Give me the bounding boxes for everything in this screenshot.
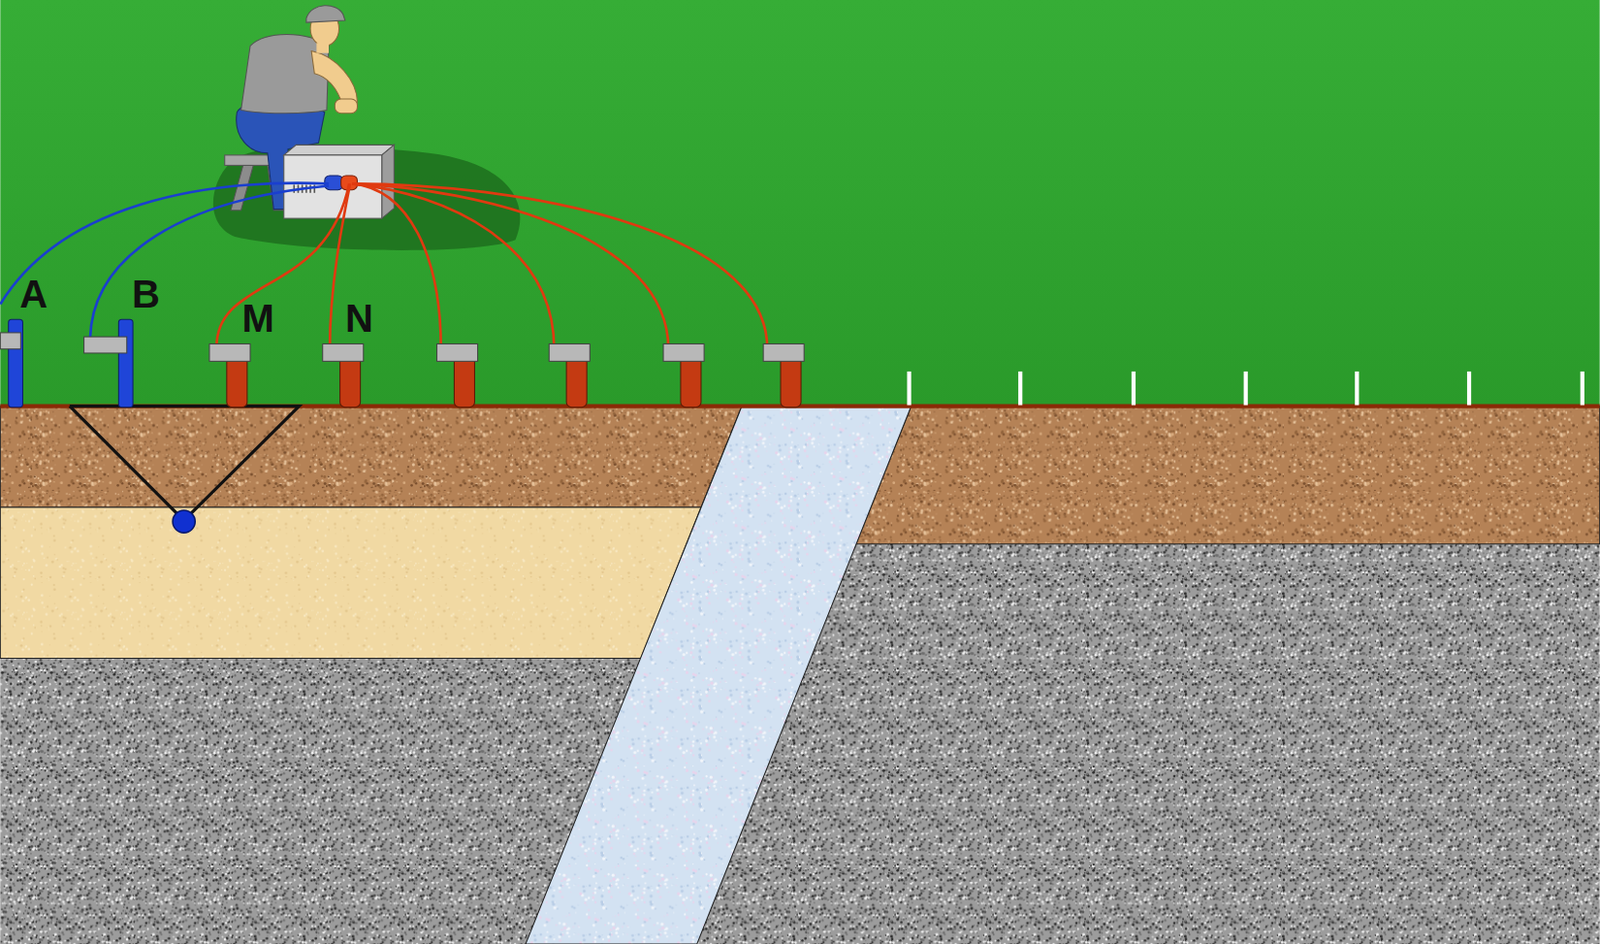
electrode-rod [680,356,702,408]
granite-bedrock [0,406,1600,944]
potential-electrode [209,343,251,407]
electrode-rod [453,356,475,408]
electrode-label: A [19,274,48,314]
electrode-label: B [131,274,160,314]
electrode-clamp [663,343,704,361]
electrode-label: N [345,298,374,338]
electrode-rod [780,356,801,408]
topsoil-right [856,406,1600,544]
potential-electrode [663,343,704,407]
resistivity-meter [284,144,395,219]
sand-layer [0,507,702,659]
grass-background [0,0,1600,409]
potential-electrode [322,343,364,407]
electrode-clamp [763,343,804,361]
investigation-triangle [69,406,300,521]
potential-electrode [548,343,590,407]
electrode-rod [566,356,587,408]
electrode-clamp [437,343,479,361]
topsoil-left [0,406,742,508]
potential-electrode [763,343,804,407]
electrode-rod [340,356,361,408]
potential-electrodes [209,343,804,407]
electrode-label: M [242,298,275,338]
electrode-clamp [548,343,590,361]
electrode-clamp [322,343,364,361]
electrode-rod [226,356,248,408]
cables [0,183,768,350]
potential-electrode [437,343,479,407]
electrode-clamp [209,343,251,361]
conductive-dike [525,406,912,944]
survey-ticks [909,371,1583,406]
measurement-point [172,510,195,533]
current-electrodes [0,319,133,407]
